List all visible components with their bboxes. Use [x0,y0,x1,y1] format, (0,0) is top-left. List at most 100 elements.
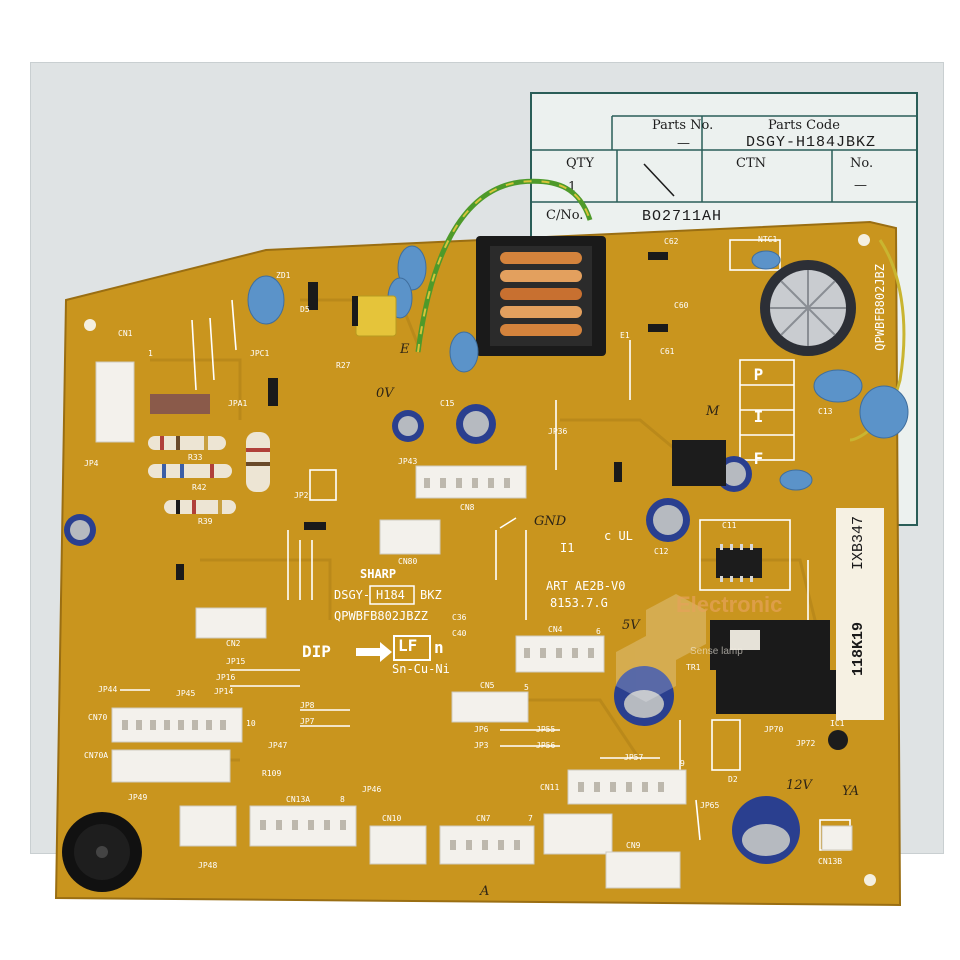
silk-pin-8: 8 [340,795,345,804]
silk-cn2: CN2 [226,639,241,648]
silk-jp45: JP45 [176,689,196,698]
silk-jp65: JP65 [700,801,720,810]
axial-resistors [148,394,270,514]
silk-jp47: JP47 [268,741,288,750]
silk-d2: D2 [728,775,738,784]
silk-jp16: JP16 [216,673,236,682]
silk-jp4: JP4 [84,459,99,468]
ic-chip [716,548,762,578]
silk-jp72: JP72 [796,739,816,748]
silk-c61: C61 [660,347,675,356]
silk-i1: I1 [560,541,575,555]
silk-c62: C62 [664,237,679,246]
silk-d5: D5 [300,305,310,314]
silk-tr1: TR1 [686,663,701,672]
label-ctn-no-header: C/No. [546,208,584,223]
silk-e1: E1 [620,331,630,340]
watermark-text-2: Sense lamp [690,646,743,657]
silk-alloy: Sn-Cu-Ni [392,662,450,676]
silk-c60: C60 [674,301,689,310]
silk-ul-mark: c UL [604,529,633,543]
silk-jpc1: JPC1 [250,349,270,358]
silk-cn8: CN8 [460,503,475,512]
silk-r27: R27 [336,361,351,370]
silk-cn11: CN11 [540,783,560,792]
transformer-winding [500,252,582,336]
silk-jp8: JP8 [300,701,315,710]
sticker-2: 118K19 [836,614,884,720]
sticker-1: IXB347 [836,508,884,614]
silk-pin-1: 1 [148,349,153,358]
sticker-code-1: IXB347 [850,516,867,571]
silk-cn5: CN5 [480,681,495,690]
silk-pin-10: 10 [246,719,256,728]
silk-r33: R33 [188,453,203,462]
silk-zd1: ZD1 [276,271,291,280]
mount-hole [858,234,870,246]
silk-jp70: JP70 [764,725,784,734]
silk-c11: C11 [722,521,737,530]
silk-ic1: IC1 [830,719,845,728]
annotation-gnd: GND [534,514,567,529]
annotation-m: M [706,404,720,419]
silk-cn9: CN9 [626,841,641,850]
silk-model-box: H184 [376,588,405,602]
silk-jp7: JP7 [300,717,315,726]
silk-jp57: JP57 [624,753,644,762]
electrolytic-capacitors [64,260,856,864]
silk-c15: C15 [440,399,455,408]
silk-r42: R42 [192,483,207,492]
silk-cn10: CN10 [382,814,402,823]
silk-jp14: JP14 [214,687,234,696]
silk-jpa1: JPA1 [228,399,248,408]
label-parts-code-header: Parts Code [768,118,840,133]
small-components [176,252,668,580]
silkscreen-lines [120,239,851,851]
silk-cn80: CN80 [398,557,418,566]
silk-lf-n: n [434,638,444,657]
label-parts-no-value: — [677,136,690,151]
annotation-0v: 0V [376,386,394,401]
silk-pif: P I F [749,365,768,470]
silk-c13: C13 [818,407,833,416]
label-ctn-header: CTN [736,156,766,171]
silk-cn1: CN1 [118,329,133,338]
gnd-arrow [499,517,517,529]
silk-pin-5: 5 [524,683,529,692]
silk-ntc1: NTC1 [758,235,778,244]
watermark-hex [616,594,706,702]
sticker-code-2: 118K19 [850,622,867,677]
label-parts-code-value: DSGY-H184JBKZ [746,134,877,151]
silk-r39: R39 [198,517,213,526]
silk-jp2: JP2 [294,491,309,500]
silk-jp36: JP36 [548,427,568,436]
silk-jp48: JP48 [198,861,218,870]
mount-hole [84,319,96,331]
silk-part-code: QPWBFB802JBZZ [334,609,428,623]
silk-cn70a: CN70A [84,751,109,760]
watermark-text-1: Electronic [676,592,783,617]
label-qty-value: 1 [568,180,577,195]
mount-hole [864,874,876,886]
silk-dip: DIP [302,642,331,661]
silk-cn13a: CN13A [286,795,311,804]
silk-r109: R109 [262,769,282,778]
transformer-tr1 [710,620,830,670]
annotation-5v: 5V [622,618,640,633]
regulator [672,440,726,486]
silk-art-code: ART AE2B-V0 [546,579,626,593]
pcb-substrate [54,220,902,907]
silk-jp6: JP6 [474,725,489,734]
silk-jp44: JP44 [98,685,118,694]
silk-model-suffix: BKZ [420,588,442,602]
ground-wire [415,178,593,353]
label-no-header: No. [850,156,874,171]
silk-date-code: 8153.7.G [550,596,608,610]
silk-jp15: JP15 [226,657,246,666]
silk-cn13b: CN13B [818,857,843,866]
label-ctn-no-value: BO2711AH [642,208,723,225]
silk-c12: C12 [654,547,669,556]
connector-pins [122,478,664,850]
sensor-wire [849,239,906,442]
